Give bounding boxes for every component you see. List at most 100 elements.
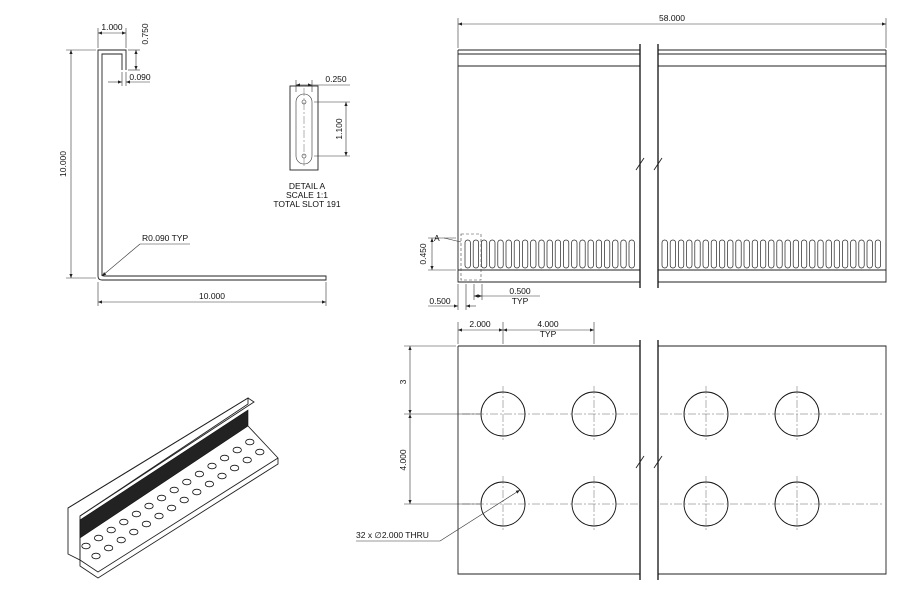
dim-height: 10.000 <box>58 151 68 177</box>
iso-hole <box>81 542 91 550</box>
slot <box>472 239 479 269</box>
slot <box>571 239 578 269</box>
slot <box>727 239 734 269</box>
slot <box>768 239 775 269</box>
iso-hole <box>116 536 126 544</box>
slot <box>563 239 570 269</box>
slot <box>874 239 881 269</box>
iso-hole <box>220 454 230 462</box>
slot <box>825 239 832 269</box>
dim-row-spacing: 4.000 <box>398 449 408 471</box>
slot <box>751 239 758 269</box>
slot <box>669 239 676 269</box>
dim-first-hole: 2.000 <box>469 319 491 329</box>
iso-hole <box>167 504 177 512</box>
slot <box>858 239 865 269</box>
iso-hole <box>230 464 240 472</box>
iso-hole <box>245 438 255 446</box>
iso-hole <box>141 520 151 528</box>
slot <box>801 239 808 269</box>
iso-hole <box>255 448 265 456</box>
iso-hole <box>91 552 101 560</box>
slot <box>513 239 520 269</box>
dim-slot-length: 1.100 <box>334 118 344 140</box>
slot <box>702 239 709 269</box>
iso-hole <box>94 534 104 542</box>
slot <box>530 239 537 269</box>
slot <box>719 239 726 269</box>
dim-thickness: 0.090 <box>129 72 151 82</box>
slot <box>809 239 816 269</box>
isometric-view <box>67 397 279 579</box>
profile-outer-edge <box>97 49 127 276</box>
radius-note: R0.090 TYP <box>142 233 188 243</box>
iso-hole <box>131 510 141 518</box>
slot <box>464 239 471 269</box>
slot-row-right <box>661 239 881 269</box>
detail-a-slot-count: TOTAL SLOT 191 <box>273 199 341 209</box>
dim-slot-pitch-typ: TYP <box>512 296 529 306</box>
iso-hole <box>217 472 227 480</box>
dim-hole-pitch-typ: TYP <box>540 329 557 339</box>
slot <box>833 239 840 269</box>
iso-hole <box>204 480 214 488</box>
dim-lip-height: 0.750 <box>140 23 150 45</box>
slot <box>595 239 602 269</box>
top-view: 58.000 A 0.450 0.500 0.500 TYP <box>418 13 887 310</box>
slot <box>497 239 504 269</box>
slot <box>587 239 594 269</box>
slot-row-left <box>464 239 635 269</box>
iso-hole <box>144 502 154 510</box>
dim-overall-length: 58.000 <box>659 13 685 23</box>
detail-a-scale: SCALE 1:1 <box>286 190 328 200</box>
slot <box>538 239 545 269</box>
slot <box>522 239 529 269</box>
slot <box>850 239 857 269</box>
dim-edge-offset: 3 <box>398 379 408 384</box>
dim-hole-pitch: 4.000 <box>537 319 559 329</box>
hole-pattern <box>480 386 820 532</box>
iso-hole <box>194 470 204 478</box>
slot <box>842 239 849 269</box>
profile-inner-edge <box>101 53 123 276</box>
iso-hole <box>179 496 189 504</box>
isometric-hole-rows <box>81 438 265 560</box>
dim-slot-width: 0.250 <box>325 74 347 84</box>
slot <box>546 239 553 269</box>
slot <box>579 239 586 269</box>
iso-hole <box>169 486 179 494</box>
slot <box>505 239 512 269</box>
iso-hole <box>119 518 129 526</box>
iso-hole <box>207 462 217 470</box>
dim-width: 10.000 <box>199 291 225 301</box>
slot <box>792 239 799 269</box>
slot <box>866 239 873 269</box>
profile-base-flange <box>97 273 327 281</box>
dim-slot-pitch: 0.500 <box>509 286 531 296</box>
iso-hole <box>154 512 164 520</box>
slot <box>686 239 693 269</box>
slot <box>710 239 717 269</box>
slot <box>760 239 767 269</box>
slot <box>554 239 561 269</box>
slot <box>743 239 750 269</box>
iso-hole <box>232 446 242 454</box>
dim-slot-offset: 0.500 <box>429 296 451 306</box>
dim-slot-depth: 0.450 <box>418 243 428 265</box>
detail-a-view: 0.250 1.100 DETAIL A SCALE 1:1 TOTAL SLO… <box>273 74 350 209</box>
iso-hole <box>242 456 252 464</box>
slot <box>735 239 742 269</box>
detail-a-callout-box <box>460 233 482 281</box>
slot <box>784 239 791 269</box>
bottom-view: 2.000 4.000 TYP 3 4.000 32 x ∅2.000 THRU <box>356 319 887 580</box>
slot <box>628 239 635 269</box>
slot <box>694 239 701 269</box>
slot <box>817 239 824 269</box>
slot <box>776 239 783 269</box>
slot <box>489 239 496 269</box>
slot <box>612 239 619 269</box>
dim-top-width: 1.000 <box>101 22 123 32</box>
slot <box>481 239 488 269</box>
